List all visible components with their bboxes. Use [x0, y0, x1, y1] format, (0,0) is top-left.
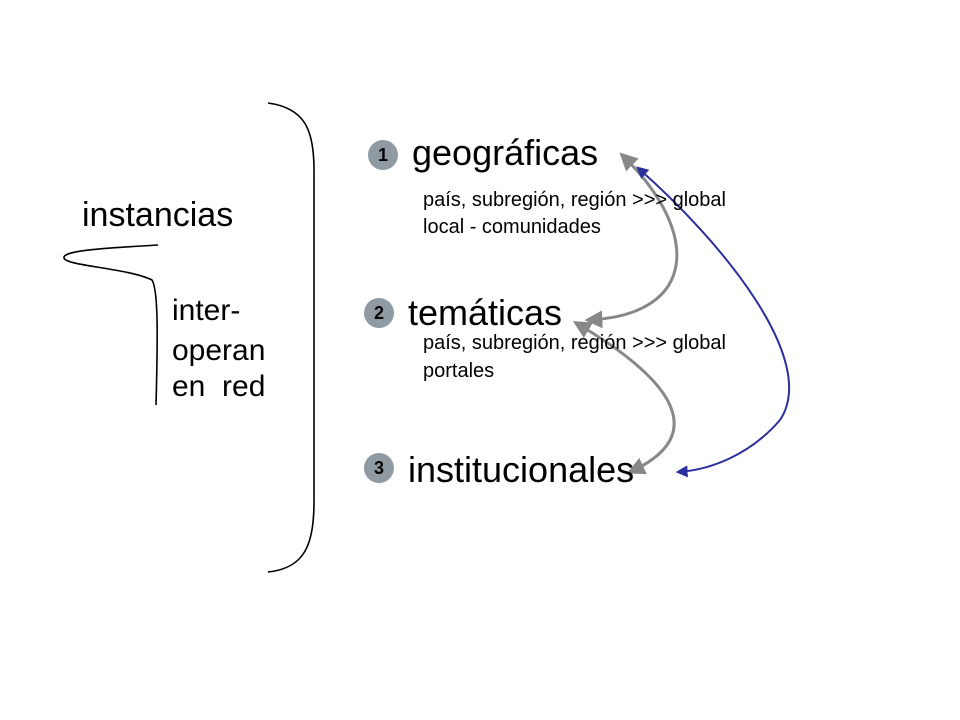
- en-red-label: en red: [172, 370, 266, 403]
- grouping-bracket: [267, 102, 315, 573]
- left-curved-brace: [63, 244, 159, 406]
- operan-label: operan: [172, 334, 266, 367]
- inter-label: inter-: [172, 294, 241, 327]
- category-title-tematicas: temáticas: [408, 292, 563, 333]
- number-badge-1: 1: [368, 140, 398, 170]
- number-badge-2: 2: [364, 298, 394, 328]
- category-title-geograficas: geográficas: [412, 132, 599, 173]
- number-badge-3: 3: [364, 453, 394, 483]
- arrow-geo-institucionales: [636, 166, 791, 478]
- category-detail-2-line-1: país, subregión, región >>> global: [423, 332, 726, 354]
- category-detail-2-line-2: portales: [423, 360, 495, 382]
- instancias-label: instancias: [82, 196, 234, 234]
- category-detail-1-line-2: local - comunidades: [423, 216, 601, 238]
- category-title-institucionales: institucionales: [408, 449, 635, 490]
- arrow-geo-tematicas: [584, 152, 679, 329]
- category-detail-1-line-1: país, subregión, región >>> global: [423, 189, 726, 211]
